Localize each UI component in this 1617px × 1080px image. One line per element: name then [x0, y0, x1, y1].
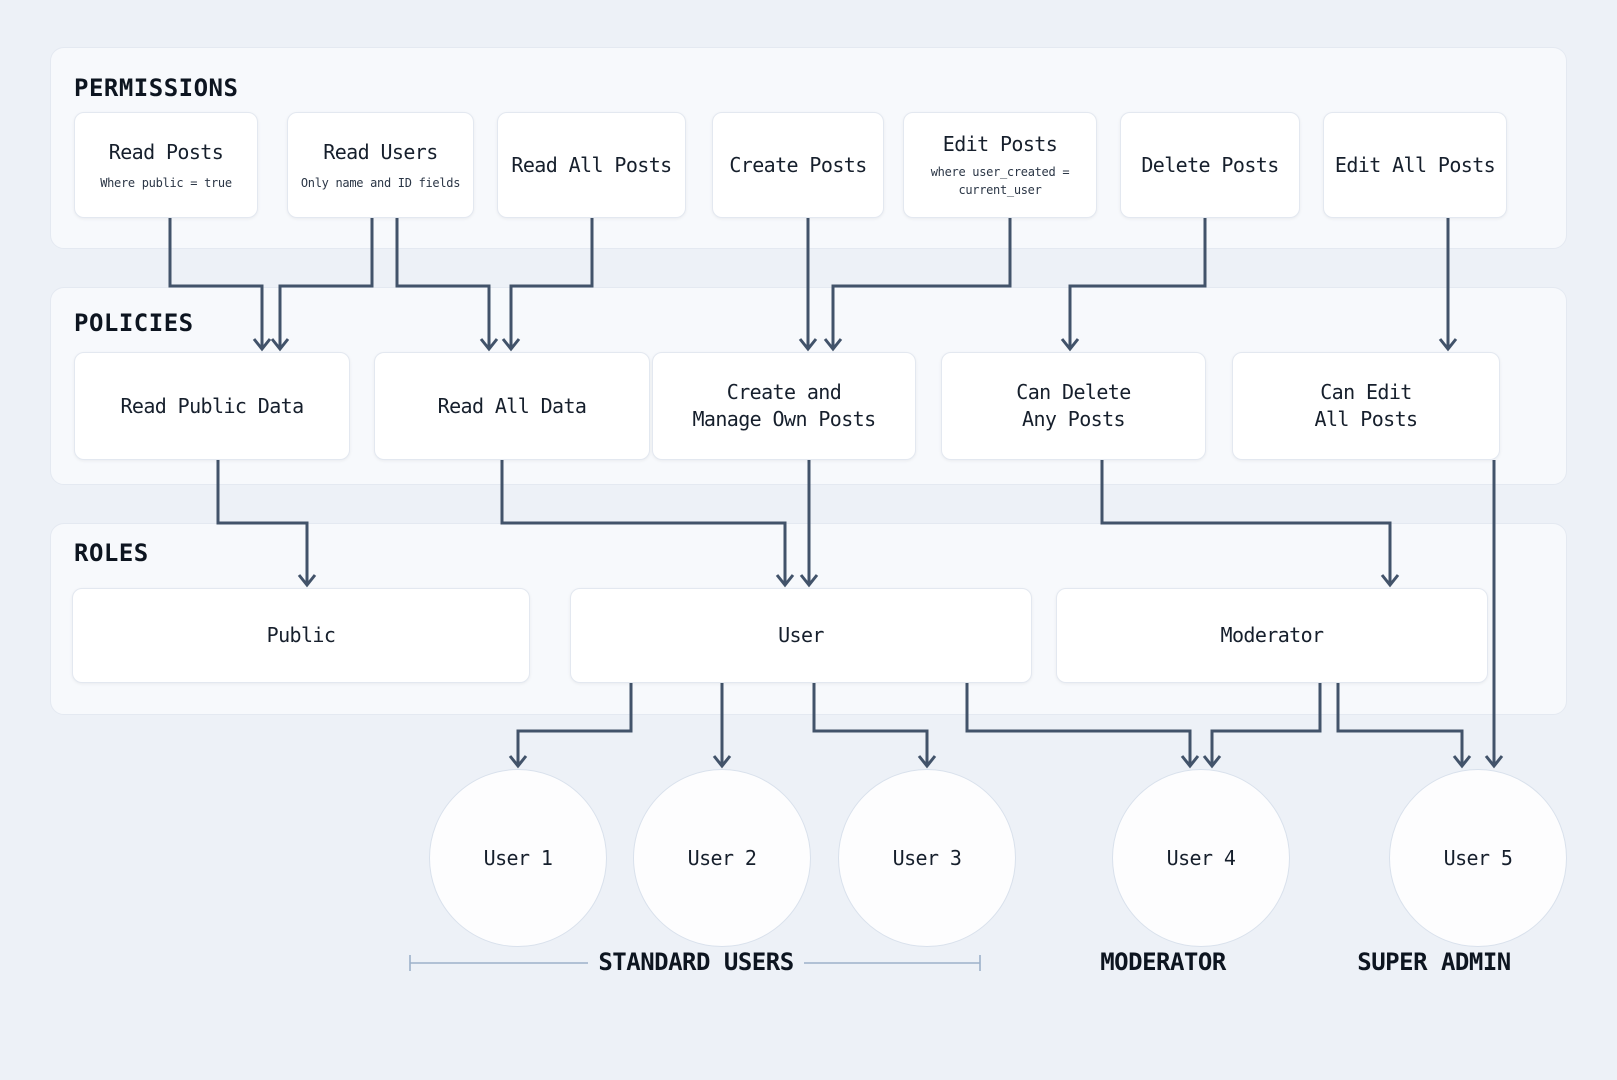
permission-delete-posts: Delete Posts: [1120, 112, 1300, 218]
permission-create-posts: Create Posts: [712, 112, 884, 218]
permission-read-users-sublabel: Only name and ID fields: [300, 175, 461, 190]
policy-read-all-data: Read All Data: [374, 352, 650, 460]
user-4-label: User 4: [1166, 845, 1236, 870]
standard-users-bracket-left: [409, 955, 588, 971]
policy-create-manage-own-posts: Create and Manage Own Posts: [652, 352, 916, 460]
super-admin-group-label: SUPER ADMIN: [1357, 948, 1511, 976]
user-5-label: User 5: [1443, 845, 1513, 870]
user-circle-2: User 2: [633, 769, 811, 947]
permission-edit-posts: Edit Posts where user_created = current_…: [903, 112, 1097, 218]
policy-can-delete-any-posts-label: Can Delete Any Posts: [1016, 380, 1131, 431]
user-circle-1: User 1: [429, 769, 607, 947]
policy-read-all-data-label: Read All Data: [437, 393, 587, 418]
permission-read-all-posts: Read All Posts: [497, 112, 686, 218]
policy-create-manage-own-posts-label: Create and Manage Own Posts: [692, 380, 876, 431]
permission-read-users-label: Read Users: [323, 139, 438, 164]
policy-read-public-data: Read Public Data: [74, 352, 350, 460]
policies-title: POLICIES: [74, 309, 194, 337]
permission-edit-posts-label: Edit Posts: [942, 132, 1058, 156]
permission-read-users: Read Users Only name and ID fields: [287, 112, 474, 218]
permission-read-posts: Read Posts Where public = true: [74, 112, 258, 218]
permission-read-all-posts-label: Read All Posts: [511, 152, 672, 177]
permission-delete-posts-label: Delete Posts: [1141, 152, 1279, 177]
policy-can-edit-all-posts-label: Can Edit All Posts: [1314, 380, 1419, 431]
role-user-label: User: [778, 623, 824, 647]
role-user: User: [570, 588, 1032, 683]
standard-users-group-label: STANDARD USERS: [598, 948, 794, 976]
permission-create-posts-label: Create Posts: [729, 152, 867, 177]
moderator-group-label: MODERATOR: [1100, 948, 1226, 976]
standard-users-bracket-right: [804, 955, 981, 971]
role-public: Public: [72, 588, 530, 683]
user-circle-3: User 3: [838, 769, 1016, 947]
role-moderator-label: Moderator: [1220, 623, 1325, 647]
user-3-label: User 3: [892, 845, 962, 870]
permission-edit-posts-sublabel: where user_created = current_user: [930, 165, 1070, 197]
permission-edit-all-posts-label: Edit All Posts: [1334, 152, 1496, 177]
policy-read-public-data-label: Read Public Data: [120, 393, 304, 418]
user-1-label: User 1: [483, 845, 553, 870]
permissions-title: PERMISSIONS: [74, 74, 239, 102]
user-circle-5: User 5: [1389, 769, 1567, 947]
roles-title: ROLES: [74, 539, 149, 567]
policy-can-edit-all-posts: Can Edit All Posts: [1232, 352, 1500, 460]
role-public-label: Public: [266, 623, 336, 647]
policy-can-delete-any-posts: Can Delete Any Posts: [941, 352, 1206, 460]
permission-read-posts-label: Read Posts: [108, 139, 224, 164]
user-2-label: User 2: [687, 845, 757, 870]
permission-edit-all-posts: Edit All Posts: [1323, 112, 1507, 218]
user-circle-4: User 4: [1112, 769, 1290, 947]
role-moderator: Moderator: [1056, 588, 1488, 683]
permission-read-posts-sublabel: Where public = true: [100, 175, 232, 190]
